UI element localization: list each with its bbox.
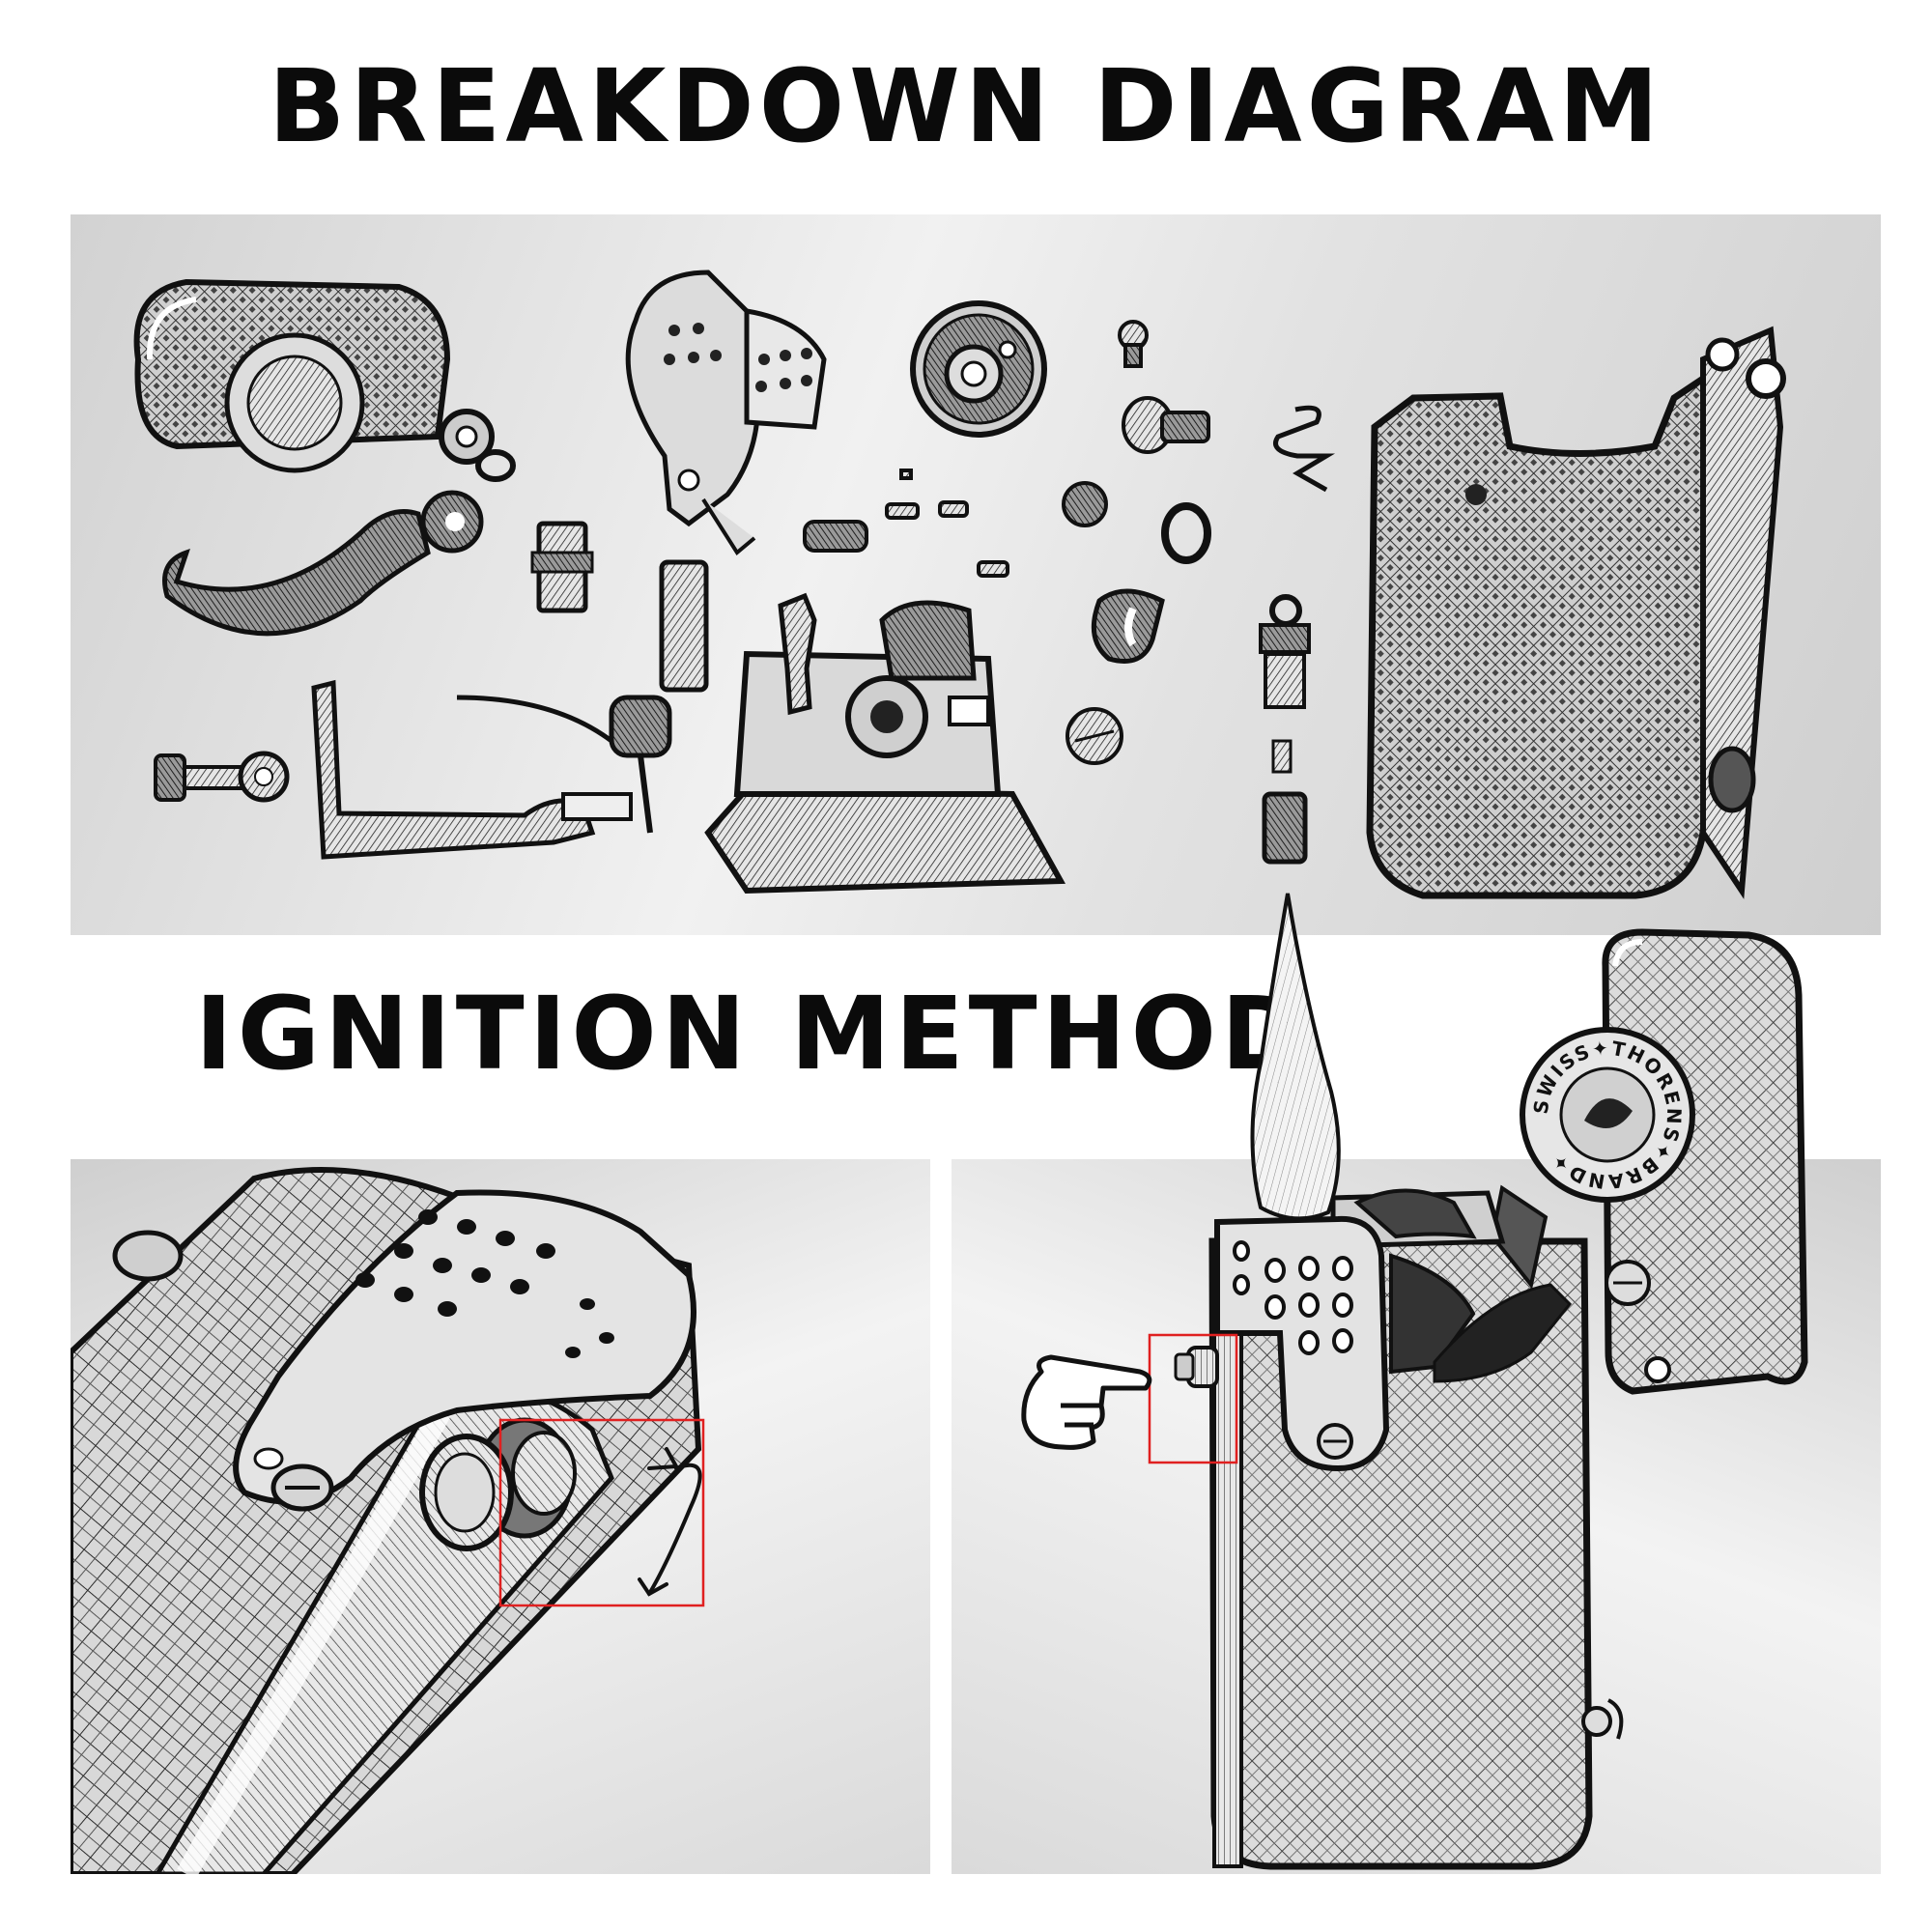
part-flint-tube	[659, 559, 709, 693]
flint-wheel-knob	[1174, 1346, 1219, 1388]
part-lever	[162, 509, 431, 637]
part-wick-spring	[456, 695, 672, 834]
part-small-pins	[885, 469, 1009, 578]
part-screw	[154, 751, 290, 803]
part-chimney	[625, 270, 827, 555]
part-valve	[1259, 594, 1311, 865]
part-flint-wheel	[910, 300, 1047, 438]
part-rivets	[1062, 320, 1211, 765]
ignition-method-title: IGNITION METHOD	[195, 975, 1310, 1093]
part-bracket	[311, 679, 596, 860]
part-burner-base	[704, 600, 1066, 895]
part-lid	[133, 278, 516, 482]
breakdown-diagram-panel	[71, 214, 1881, 935]
breakdown-diagram-title: BREAKDOWN DIAGRAM	[268, 47, 1664, 165]
part-outer-case	[1366, 326, 1786, 899]
chimney-front	[1214, 1215, 1390, 1472]
ignition-closeup-panel	[71, 1159, 930, 1874]
ignition-open-lighter-panel	[952, 1159, 1881, 1874]
chimney-closeup	[233, 1189, 696, 1512]
